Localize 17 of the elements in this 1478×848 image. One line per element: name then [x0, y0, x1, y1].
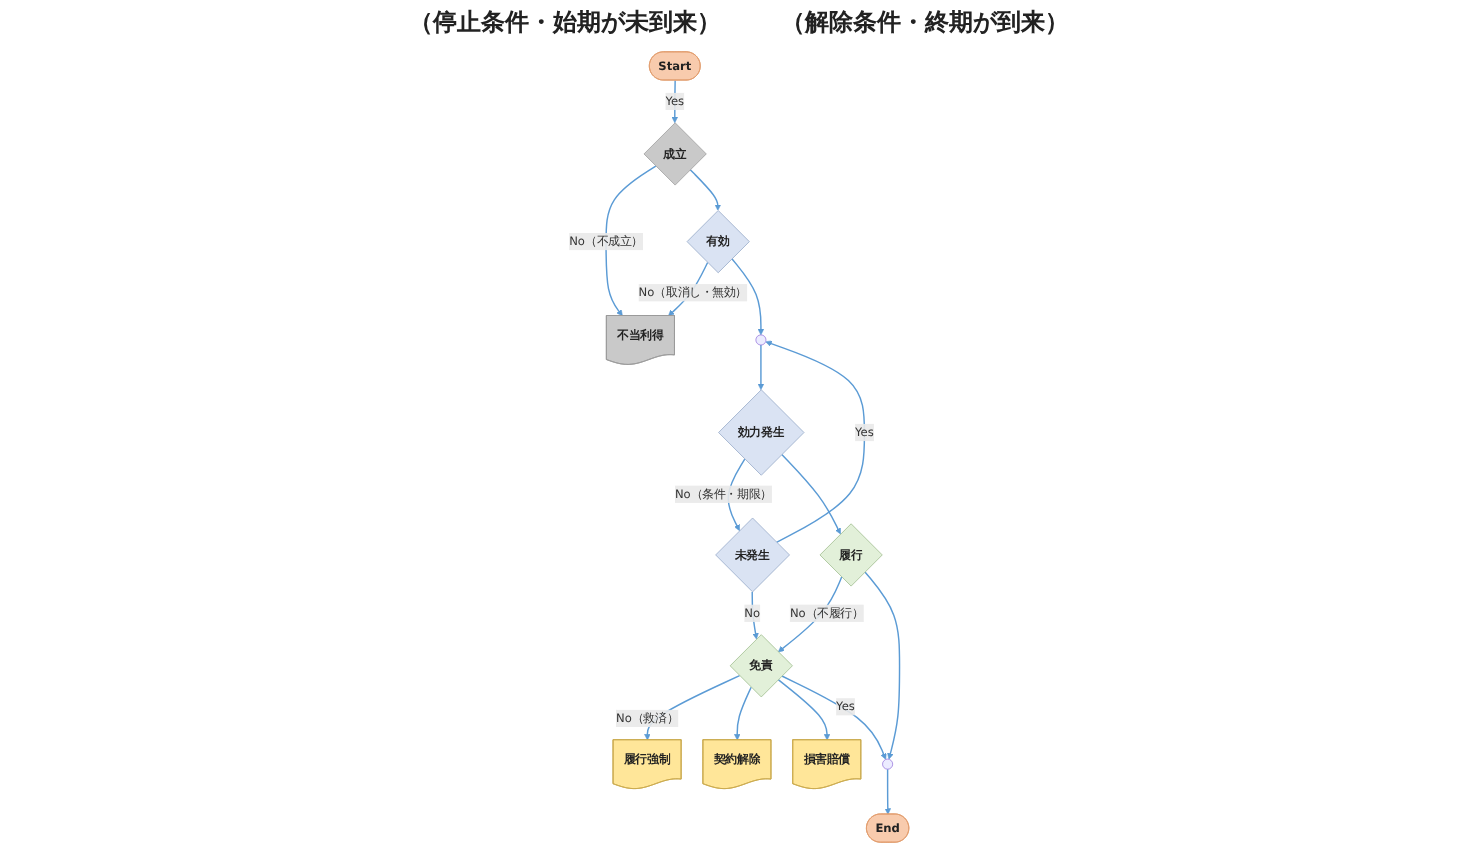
arrow	[671, 79, 678, 124]
arrow	[884, 768, 891, 815]
arrow	[765, 340, 866, 544]
arrow	[781, 453, 841, 535]
arrow	[751, 591, 759, 640]
note-text: （解除条件・終期が到来）	[781, 6, 1069, 40]
arrow	[605, 165, 657, 317]
note-text: （停止条件・始期が未到来）	[409, 6, 721, 40]
arrow	[864, 571, 901, 760]
arrow	[734, 686, 752, 741]
arrow	[731, 258, 765, 336]
node-circle	[882, 758, 894, 770]
arrow	[689, 168, 722, 211]
arrow	[777, 678, 831, 741]
node-circle	[755, 334, 767, 346]
arrow	[757, 344, 765, 391]
arrow	[781, 675, 887, 760]
